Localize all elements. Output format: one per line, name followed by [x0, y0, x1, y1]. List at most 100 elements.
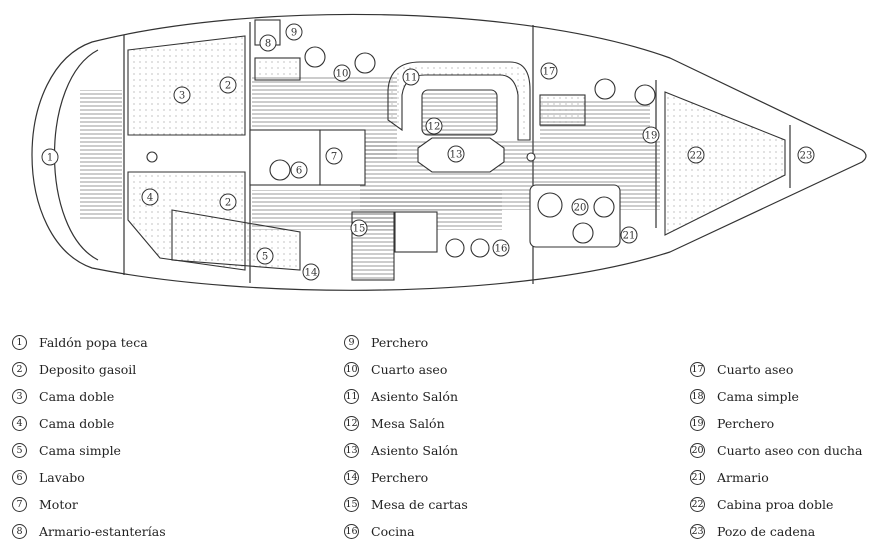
legend-label: Asiento Salón [371, 442, 458, 458]
plan-marker [540, 62, 558, 80]
legend-number: 14 [344, 469, 359, 485]
legend-item: 3 Cama doble [12, 387, 114, 405]
legend-label: Cuarto aseo con ducha [717, 442, 863, 458]
legend-item: 16 Cocina [344, 522, 415, 540]
legend-number: 20 [690, 442, 705, 458]
legend-label: Perchero [717, 415, 775, 431]
legend-item: 14 Perchero [344, 468, 428, 486]
legend-number: 10 [344, 361, 359, 377]
legend-number: 1 [12, 334, 27, 350]
plan-marker [256, 247, 274, 265]
plan-marker-number: 15 [353, 224, 366, 235]
legend-number: 2 [12, 361, 27, 377]
legend-number: 15 [344, 496, 359, 512]
legend-label: Motor [39, 496, 78, 512]
legend-item: 20 Cuarto aseo con ducha [690, 441, 862, 459]
legend-label: Asiento Salón [371, 388, 458, 404]
legend-item: 12 Mesa Salón [344, 414, 445, 432]
legend-label: Pozo de cadena [717, 523, 816, 539]
legend-number: 6 [12, 469, 27, 485]
plan-marker [141, 188, 159, 206]
legend-label: Armario [717, 469, 769, 485]
plan-marker-number: 3 [179, 91, 185, 102]
legend-number: 16 [344, 523, 359, 539]
plan-marker [350, 219, 368, 237]
plan-marker [687, 146, 705, 164]
plan-marker-number: 17 [543, 67, 556, 78]
plan-marker [41, 148, 59, 166]
plan-marker [642, 126, 660, 144]
legend-item: 13 Asiento Salón [344, 441, 458, 459]
legend-number: 7 [12, 496, 27, 512]
plan-marker-number: 2 [225, 81, 231, 92]
legend-number: 18 [690, 388, 705, 404]
legend-item: 18 Cama simple [690, 387, 799, 405]
legend-number: 19 [690, 415, 705, 431]
legend-number: 8 [12, 523, 27, 539]
legend-label: Cuarto aseo [717, 361, 794, 377]
legend-item: 6 Lavabo [12, 468, 85, 486]
plan-marker [285, 23, 303, 41]
plan-marker-number: 1 [47, 153, 53, 164]
plan-marker-number: 5 [262, 252, 268, 263]
plan-marker [302, 263, 320, 281]
legend-item: 2 Deposito gasoil [12, 360, 136, 378]
legend-number: 13 [344, 442, 359, 458]
legend-label: Armario-estanterías [39, 523, 166, 539]
legend-label: Cuarto aseo [371, 361, 448, 377]
legend-label: Mesa Salón [371, 415, 445, 431]
plan-marker [219, 76, 237, 94]
legend-label: Cocina [371, 523, 415, 539]
plan-marker [333, 64, 351, 82]
legend-label: Cama doble [39, 388, 115, 404]
legend-item: 8 Armario-estanterías [12, 522, 166, 540]
plan-marker-number: 11 [405, 73, 418, 84]
legend-label: Lavabo [39, 469, 85, 485]
legend-item: 9 Perchero [344, 333, 428, 351]
hull-outline [31, 13, 867, 291]
plan-marker-number: 20 [574, 203, 587, 214]
legend-number: 11 [344, 388, 359, 404]
plan-marker-number: 13 [450, 150, 463, 161]
plan-marker-number: 7 [331, 152, 337, 163]
legend-number: 21 [690, 469, 705, 485]
legend-label: Perchero [371, 334, 429, 350]
legend-number: 12 [344, 415, 359, 431]
plan-marker [290, 161, 308, 179]
plan-marker-number: 16 [495, 244, 508, 255]
legend-number: 22 [690, 496, 705, 512]
plan-marker-number: 19 [645, 131, 658, 142]
legend-label: Mesa de cartas [371, 496, 468, 512]
plan-marker-number: 8 [265, 39, 271, 50]
plan-marker [425, 117, 443, 135]
plan-marker-number: 2 [225, 198, 231, 209]
legend-item: 10 Cuarto aseo [344, 360, 447, 378]
plan-marker-number: 22 [690, 151, 703, 162]
plan-marker-number: 21 [623, 231, 636, 242]
legend-label: Deposito gasoil [39, 361, 137, 377]
legend-number: 9 [344, 334, 359, 350]
legend-item: 15 Mesa de cartas [344, 495, 468, 513]
legend-label: Perchero [371, 469, 429, 485]
plan-marker-number: 12 [428, 122, 441, 133]
plan-marker-number: 14 [305, 268, 318, 279]
legend-label: Cama simple [717, 388, 799, 404]
plan-marker [325, 147, 343, 165]
plan-marker-number: 9 [291, 28, 297, 39]
legend-label: Cama simple [39, 442, 121, 458]
legend-number: 3 [12, 388, 27, 404]
plan-marker-number: 23 [800, 151, 813, 162]
legend-number: 17 [690, 361, 705, 377]
plan-marker [259, 34, 277, 52]
legend-label: Cabina proa doble [717, 496, 834, 512]
plan-marker-number: 10 [336, 69, 349, 80]
plan-marker [219, 193, 237, 211]
plan-marker-number: 6 [296, 166, 302, 177]
plan-marker [571, 198, 589, 216]
